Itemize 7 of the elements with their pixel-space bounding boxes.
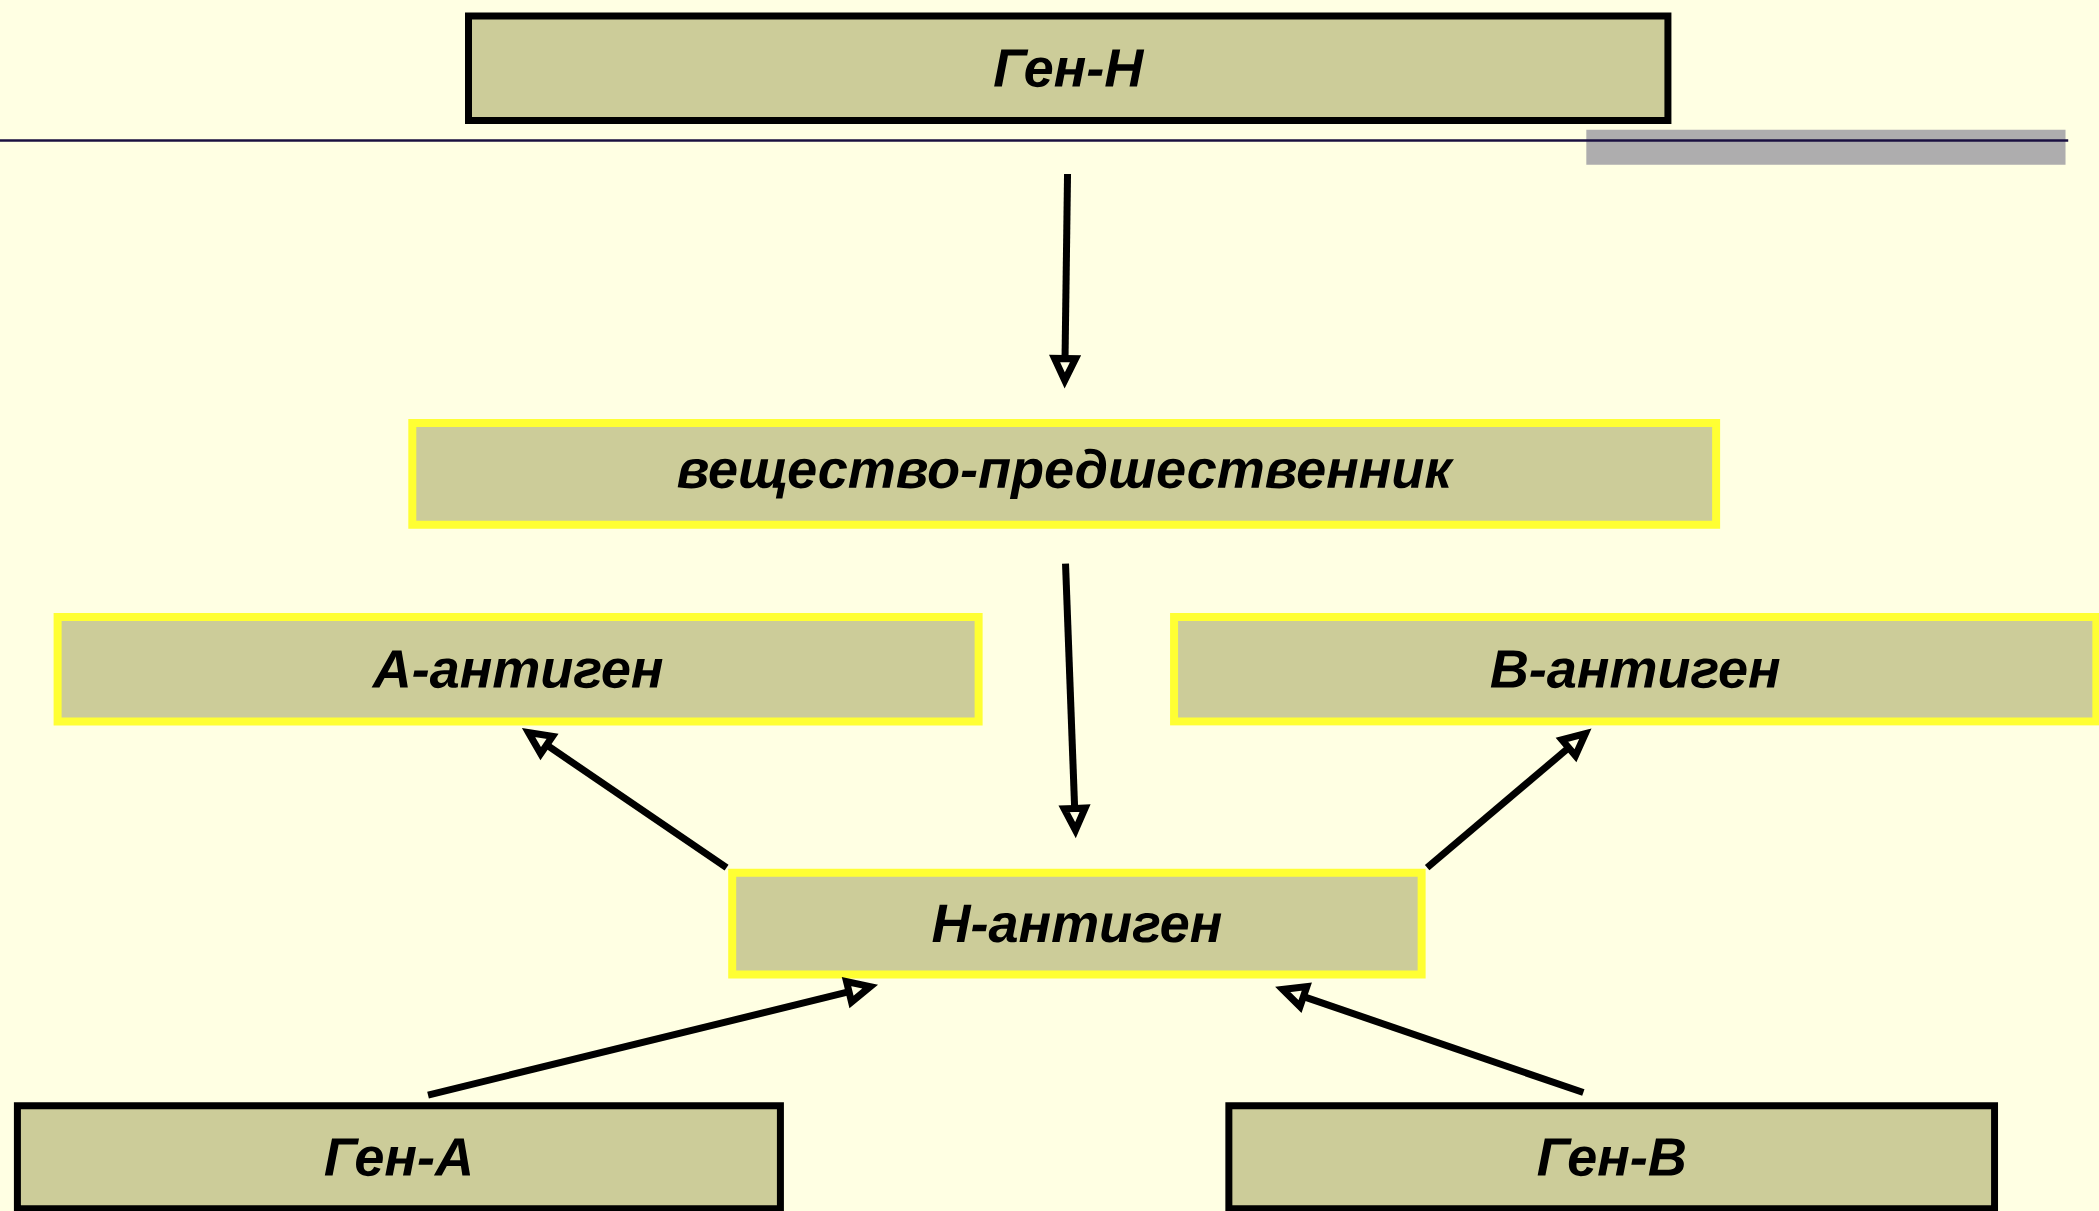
gene-box: Ген-В: [1225, 1102, 1999, 1211]
gene-box: Ген-А: [13, 1102, 784, 1211]
gene-box: Ген-Н: [465, 12, 1672, 124]
antigen-box: вещество-предшественник: [408, 419, 1721, 529]
antigen-box: В-антиген: [1170, 613, 2099, 726]
antigen-box: Н-антиген: [728, 868, 1426, 979]
antigen-box: А-антиген: [53, 613, 983, 726]
